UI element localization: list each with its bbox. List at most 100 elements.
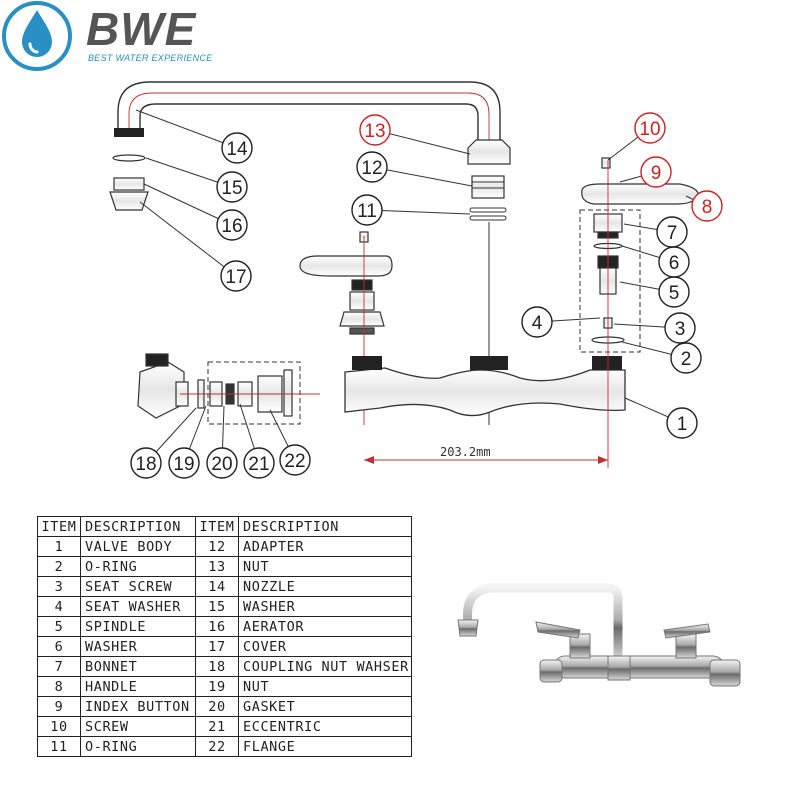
callout-13: 13 <box>359 114 391 146</box>
callout-circle <box>356 151 388 183</box>
callout-number: 1 <box>677 414 688 435</box>
item-description: COVER <box>238 636 412 657</box>
brand-tagline: BEST WATER EXPERIENCE <box>88 53 213 63</box>
callout-number: 3 <box>675 319 686 340</box>
item-number: 9 <box>37 696 81 717</box>
callout-17: 17 <box>220 260 252 292</box>
callout-19: 19 <box>168 447 200 479</box>
item-number: 5 <box>37 616 81 637</box>
callout-18: 18 <box>130 447 162 479</box>
callout-number: 12 <box>361 158 382 179</box>
callout-leader-13 <box>374 129 471 155</box>
callout-12: 12 <box>356 151 388 183</box>
callout-leader-14 <box>135 109 238 149</box>
callout-circle <box>216 209 248 241</box>
valve-body-shape <box>344 367 626 417</box>
item-description: O-RING <box>80 736 196 757</box>
callout-circle <box>168 447 200 479</box>
callout-2: 2 <box>670 342 702 374</box>
callout-number: 20 <box>211 454 232 475</box>
callout-9: 9 <box>640 156 672 188</box>
item-number: 21 <box>195 716 239 737</box>
body-port-left <box>352 356 382 370</box>
item-number: 13 <box>195 556 239 577</box>
callout-leader-17 <box>139 201 237 277</box>
item-description: SPINDLE <box>80 616 196 637</box>
callout-number: 10 <box>639 119 660 140</box>
callout-11: 11 <box>351 194 383 226</box>
item-description: INDEX BUTTON <box>80 696 196 717</box>
callout-number: 19 <box>173 454 194 475</box>
item-description: GASKET <box>238 696 412 717</box>
item-number: 15 <box>195 596 239 617</box>
callout-circle <box>656 216 688 248</box>
item-description: ADAPTER <box>238 536 412 557</box>
item-description: NUT <box>238 676 412 697</box>
coupling-assembly <box>137 353 293 419</box>
washer-15-shape <box>112 154 146 162</box>
dimension-label: 203.2mm <box>440 445 491 459</box>
item-description: ECCENTRIC <box>238 716 412 737</box>
callout-number: 21 <box>248 454 269 475</box>
callout-21: 21 <box>243 447 275 479</box>
callout-number: 6 <box>669 253 680 274</box>
callout-circle <box>351 194 383 226</box>
water-drop-icon <box>2 1 72 71</box>
item-description: NOZZLE <box>238 576 412 597</box>
adapter-shape <box>471 175 505 199</box>
item-description: WASHER <box>238 596 412 617</box>
item-number: 22 <box>195 736 239 757</box>
item-number: 2 <box>37 556 81 577</box>
callout-circle <box>359 114 391 146</box>
item-number: 8 <box>37 676 81 697</box>
callout-leader-12 <box>371 166 473 187</box>
parts-table-header: ITEM DESCRIPTION ITEM DESCRIPTION <box>37 516 412 537</box>
item-description: SEAT SCREW <box>80 576 196 597</box>
item-number: 17 <box>195 636 239 657</box>
header-description-2: DESCRIPTION <box>238 516 412 537</box>
callout-number: 2 <box>681 349 692 370</box>
callout-circle <box>664 312 696 344</box>
callout-circle <box>130 447 162 479</box>
callout-circle <box>521 306 553 338</box>
callout-leader-16 <box>143 183 233 226</box>
item-description: COUPLING NUT WAHSER <box>238 656 412 677</box>
callout-circle <box>691 190 723 222</box>
item-description: SEAT WASHER <box>80 596 196 617</box>
item-number: 18 <box>195 656 239 677</box>
o-ring-11a <box>469 207 507 213</box>
item-number: 20 <box>195 696 239 717</box>
callout-16: 16 <box>216 209 248 241</box>
body-port-center <box>470 356 508 370</box>
callout-leader-11 <box>366 209 471 215</box>
callout-circle <box>640 156 672 188</box>
callout-7: 7 <box>656 216 688 248</box>
callout-number: 9 <box>651 163 662 184</box>
callout-number: 22 <box>284 451 305 472</box>
item-number: 10 <box>37 716 81 737</box>
item-number: 4 <box>37 596 81 617</box>
callout-number: 4 <box>532 313 543 334</box>
callout-circle <box>206 447 238 479</box>
callout-circle <box>216 171 248 203</box>
nut-13-shape <box>467 139 511 165</box>
item-number: 12 <box>195 536 239 557</box>
callout-circle <box>666 407 698 439</box>
item-number: 3 <box>37 576 81 597</box>
item-description: AERATOR <box>238 616 412 637</box>
item-number: 1 <box>37 536 81 557</box>
callout-number: 17 <box>225 267 246 288</box>
callout-4: 4 <box>521 306 553 338</box>
callout-15: 15 <box>216 171 248 203</box>
coupling-box <box>207 361 301 425</box>
callout-number: 15 <box>221 178 242 199</box>
